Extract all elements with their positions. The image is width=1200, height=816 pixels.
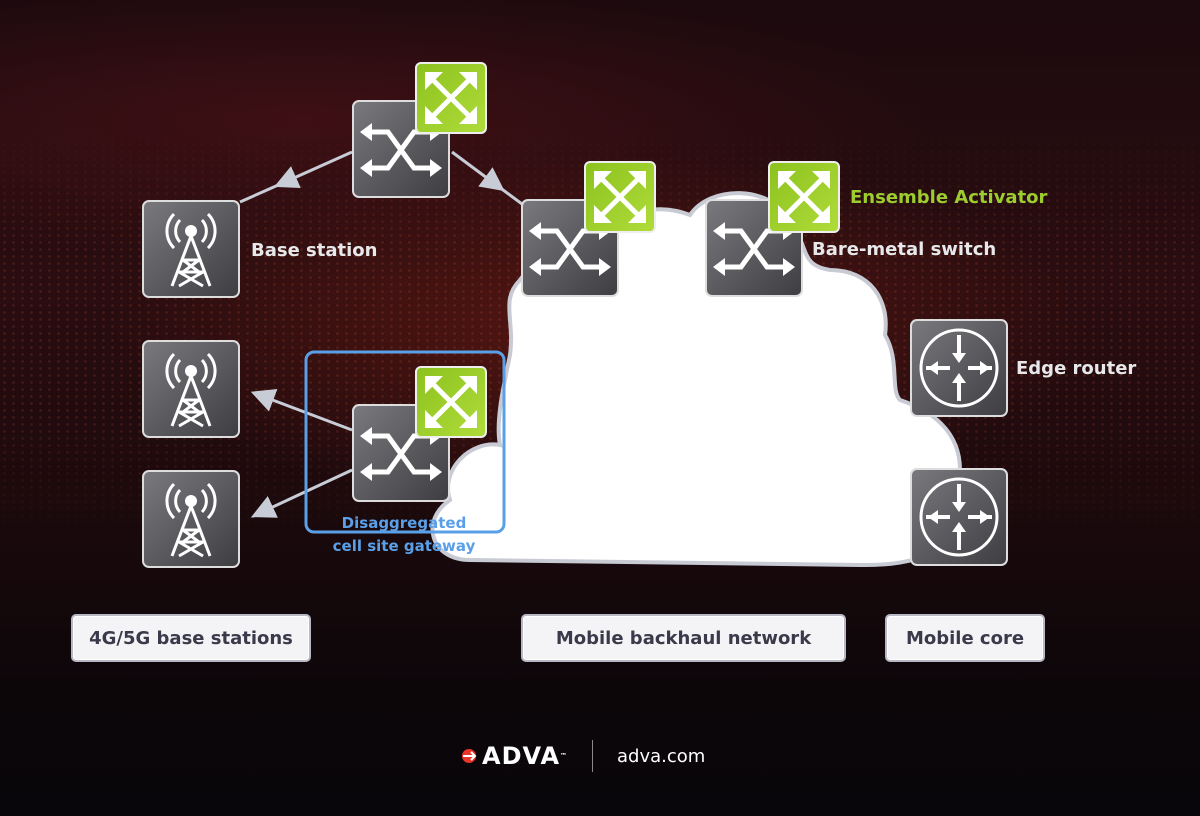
trademark: ™ — [560, 752, 569, 760]
website-link[interactable]: adva.com — [617, 745, 706, 767]
base-station-tower-icon — [143, 201, 239, 297]
ensemble-activator-icon — [416, 367, 486, 437]
cell-site-gateway-label: Disaggregated cell site gateway — [304, 512, 504, 558]
link-arrow — [274, 150, 353, 189]
gateway-label-line1: Disaggregated — [341, 514, 467, 532]
edge-router-label: Edge router — [1016, 358, 1137, 379]
ensemble-activator-icon — [585, 162, 655, 232]
bare-metal-switch-label: Bare-metal switch — [812, 239, 997, 260]
ensemble-activator-icon — [416, 63, 486, 133]
gateway-label-line2: cell site gateway — [332, 537, 476, 555]
cell-site-gateway-bracket — [304, 350, 506, 534]
logo-text: ADVA — [482, 742, 561, 770]
section-base-stations: 4G/5G base stations — [71, 614, 311, 662]
section-mobile-core: Mobile core — [885, 614, 1045, 662]
base-station-tower-icon — [143, 471, 239, 567]
footer-divider — [592, 740, 594, 772]
base-station-label: Base station — [251, 240, 378, 261]
edge-router-icon — [911, 469, 1007, 565]
ensemble-activator-icon — [769, 162, 839, 232]
base-station-tower-icon — [143, 341, 239, 437]
adva-logo-mark-icon — [462, 749, 477, 763]
section-mobile-backhaul: Mobile backhaul network — [521, 614, 846, 662]
link-arrow — [451, 150, 505, 192]
edge-router-icon — [911, 320, 1007, 416]
ensemble-activator-label: Ensemble Activator — [850, 187, 1048, 208]
